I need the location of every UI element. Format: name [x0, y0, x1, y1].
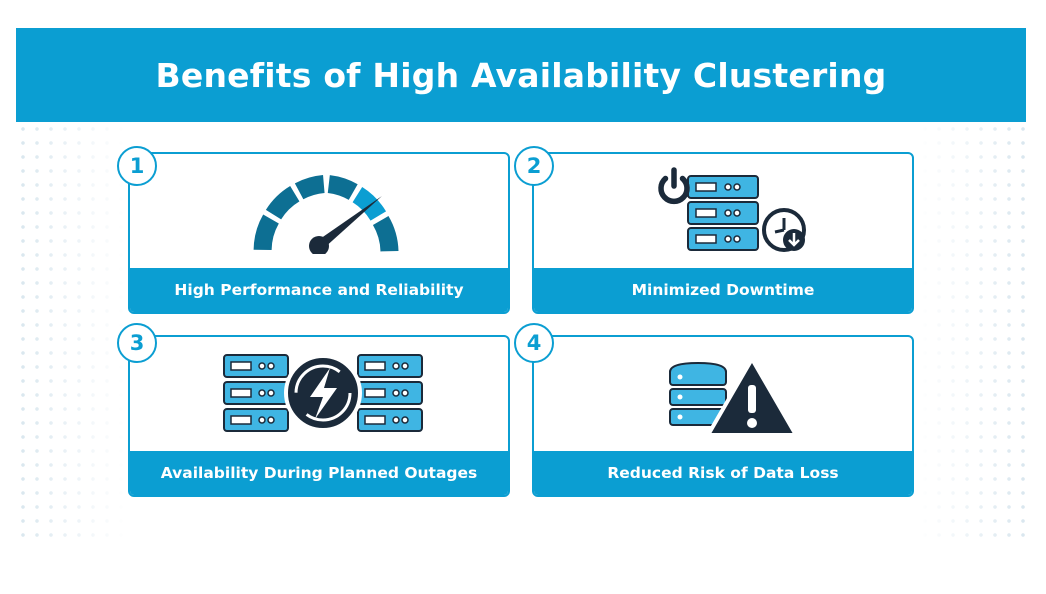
card-illustration	[130, 337, 508, 451]
card-label: Availability During Planned Outages	[130, 451, 508, 495]
card-illustration	[534, 154, 912, 268]
decorative-dot-pattern-left	[16, 122, 126, 542]
number-badge-3: 3	[117, 323, 157, 363]
benefit-card-4: Reduced Risk of Data Loss	[532, 335, 914, 497]
page-title: Benefits of High Availability Clustering	[155, 55, 887, 95]
card-label: Reduced Risk of Data Loss	[534, 451, 912, 495]
benefit-card-1: High Performance and Reliability	[128, 152, 510, 314]
title-banner: Benefits of High Availability Clustering	[16, 28, 1026, 122]
benefit-card-3: Availability During Planned Outages	[128, 335, 510, 497]
number-badge-2: 2	[514, 146, 554, 186]
card-illustration	[534, 337, 912, 451]
number-badge-4: 4	[514, 323, 554, 363]
decorative-dot-pattern-right	[918, 122, 1028, 542]
speedometer-icon	[253, 175, 399, 254]
card-label: Minimized Downtime	[534, 268, 912, 312]
number-badge-1: 1	[117, 146, 157, 186]
card-illustration	[130, 154, 508, 268]
server-power-clock-icon	[658, 167, 806, 252]
benefit-card-2: Minimized Downtime	[532, 152, 914, 314]
card-label: High Performance and Reliability	[130, 268, 508, 312]
storage-warning-icon	[669, 357, 798, 437]
servers-lightning-icon	[223, 354, 423, 432]
